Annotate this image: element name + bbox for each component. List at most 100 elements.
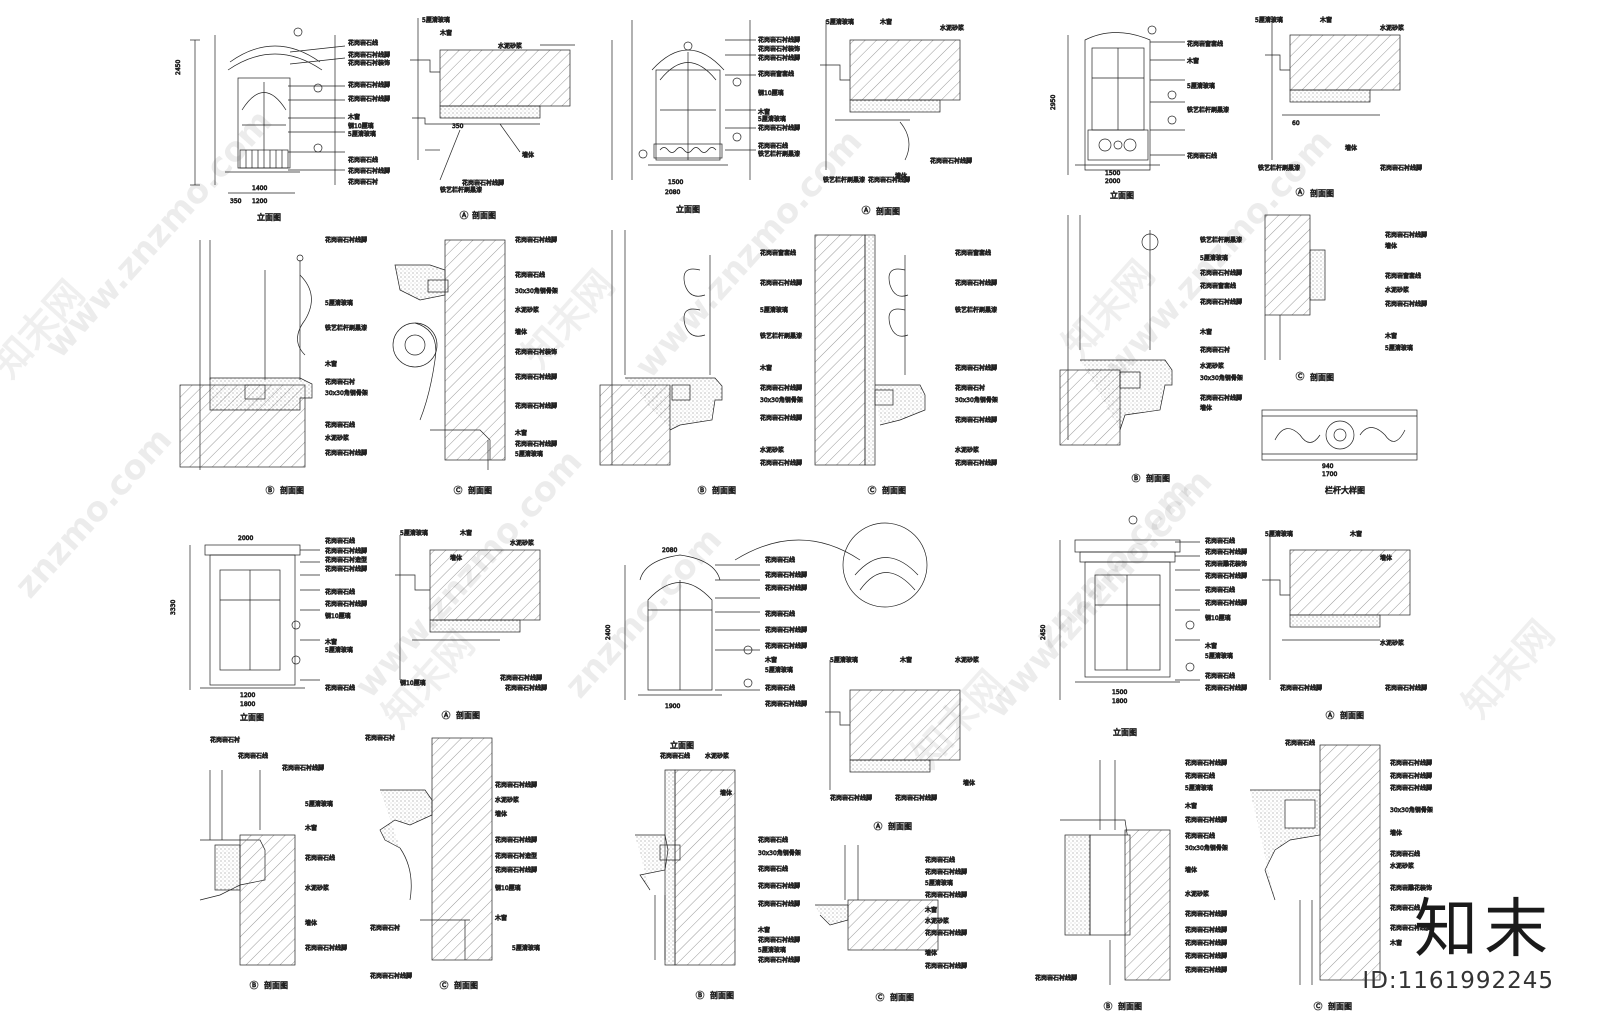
note-label: 5厘清玻璃 bbox=[1187, 82, 1215, 90]
caption-elevation: 立面图 bbox=[670, 740, 694, 750]
note-label: 花岗岩窗套线 bbox=[760, 249, 796, 257]
note-label: 花岗岩石线 bbox=[325, 588, 355, 596]
note-label: 花岗岩窗套线 bbox=[955, 249, 991, 257]
note-label: 花岗岩石衬线脚 bbox=[325, 547, 367, 555]
dim-label: 1200 bbox=[252, 198, 267, 205]
note-label: 花岗岩石衬 bbox=[1200, 346, 1230, 354]
marker-a: A bbox=[462, 212, 467, 219]
dim-label: 2400 bbox=[605, 625, 612, 640]
dim-label: 1500 bbox=[1105, 170, 1120, 177]
section-c-1 bbox=[392, 239, 506, 470]
note-label: 水泥砂浆 bbox=[495, 796, 519, 804]
note-label: 花岗岩石衬线脚 bbox=[1185, 966, 1227, 974]
note-label: 铁艺栏杆刷黑漆 bbox=[955, 306, 997, 314]
note-label: 铁艺栏杆刷黑漆 bbox=[760, 332, 802, 340]
marker-c: C bbox=[878, 994, 882, 1001]
note-label: 花岗岩石衬线脚 bbox=[515, 373, 557, 381]
dim-label: 940 bbox=[1322, 463, 1334, 470]
note-label: 水泥砂浆 bbox=[325, 434, 349, 442]
detail-group-1: 2450 1400 1200 350 花岗岩石线 花岗岩石衬线脚 花岗岩石衬装饰… bbox=[175, 16, 575, 495]
note-label: 30x30角钢骨架 bbox=[1185, 844, 1228, 852]
caption-railing: 栏杆大样图 bbox=[1325, 485, 1365, 495]
note-label: 花岗岩石线 bbox=[758, 142, 788, 150]
dim-label: 2080 bbox=[662, 547, 677, 554]
note-label: 花岗岩石衬线脚 bbox=[500, 674, 542, 682]
note-label: 钢10厘璃 bbox=[400, 679, 426, 687]
note-label: 花岗岩石线 bbox=[1285, 739, 1315, 747]
note-label: 花岗岩石衬 bbox=[325, 378, 355, 386]
note-label: 5厘清玻璃 bbox=[826, 18, 854, 26]
caption-section: 剖面图 bbox=[888, 821, 912, 831]
railing-detail-3 bbox=[1261, 409, 1418, 461]
note-label: 花岗岩石线 bbox=[1205, 537, 1235, 545]
note-label: 墙体 bbox=[495, 810, 507, 818]
marker-a: A bbox=[876, 823, 881, 830]
section-a-3 bbox=[1265, 20, 1401, 160]
note-label: 5厘清玻璃 bbox=[325, 299, 353, 307]
note-label: 5厘清玻璃 bbox=[1265, 530, 1293, 538]
note-label: 花岗岩石衬线脚 bbox=[925, 868, 967, 876]
dim-label: 2450 bbox=[175, 60, 182, 75]
note-label: 花岗岩石衬线脚 bbox=[325, 565, 367, 573]
note-label: 30x30角钢骨架 bbox=[1390, 806, 1433, 814]
note-label: 花岗岩石衬线脚 bbox=[495, 866, 537, 874]
detail-group-5: 2080 2400 1900 花岗岩石线 花岗岩石衬线脚 花岗岩石衬线脚 花岗岩… bbox=[605, 522, 979, 1002]
note-label: 花岗岩石衬线脚 bbox=[348, 81, 390, 89]
note-label: 5厘清玻璃 bbox=[400, 529, 428, 537]
note-label: 30x30角钢骨架 bbox=[325, 389, 368, 397]
note-label: 花岗岩石衬线脚 bbox=[1185, 926, 1227, 934]
note-label: 花岗岩石衬线脚 bbox=[895, 794, 937, 802]
note-label: 花岗岩石衬线脚 bbox=[760, 414, 802, 422]
note-label: 30x30角钢骨架 bbox=[758, 849, 801, 857]
note-label: 木窗 bbox=[925, 906, 937, 914]
note-label: 花岗岩石线 bbox=[325, 684, 355, 692]
note-label: 5厘清玻璃 bbox=[1385, 344, 1413, 352]
note-label: 5厘清玻璃 bbox=[760, 306, 788, 314]
note-label: 水泥砂浆 bbox=[498, 42, 522, 50]
note-label: 花岗岩石线 bbox=[1205, 586, 1235, 594]
note-label: 水泥砂浆 bbox=[940, 24, 964, 32]
note-label: 5厘清玻璃 bbox=[1185, 784, 1213, 792]
note-label: 花岗岩石线 bbox=[1187, 152, 1217, 160]
note-label: 花岗岩石衬线脚 bbox=[1205, 684, 1247, 692]
note-label: 水泥砂浆 bbox=[1185, 890, 1209, 898]
note-label: 木窗 bbox=[765, 656, 777, 664]
note-label: 木窗 bbox=[495, 914, 507, 922]
note-label: 铁艺栏杆刷黑漆 bbox=[1258, 164, 1300, 172]
note-label: 墙体 bbox=[925, 949, 937, 957]
dim-label: 350 bbox=[452, 123, 464, 130]
note-label: 花岗岩石衬线脚 bbox=[868, 176, 910, 184]
marker-b: B bbox=[698, 992, 702, 999]
note-label: 花岗岩石线 bbox=[348, 39, 378, 47]
watermark-text: znzmo.com bbox=[7, 420, 180, 606]
note-label: 花岗岩石衬线脚 bbox=[1390, 772, 1432, 780]
note-label: 花岗岩石衬造型 bbox=[325, 556, 367, 564]
note-label: 花岗岩石衬线脚 bbox=[505, 684, 547, 692]
note-label: 花岗岩雕花装饰 bbox=[1205, 560, 1247, 568]
note-label: 花岗岩石衬线脚 bbox=[1205, 599, 1247, 607]
note-label: 花岗岩石衬线脚 bbox=[1205, 548, 1247, 556]
note-label: 花岗岩石衬线脚 bbox=[348, 167, 390, 175]
watermark-text: www.znzmo.com bbox=[37, 102, 280, 366]
note-label: 水泥砂浆 bbox=[955, 656, 979, 664]
note-label: 花岗岩石衬 bbox=[955, 384, 985, 392]
note-label: 木窗 bbox=[440, 29, 452, 37]
section-c-6 bbox=[1250, 744, 1381, 985]
note-label: 花岗岩石衬造型 bbox=[495, 852, 537, 860]
section-b-3 bbox=[1059, 215, 1173, 446]
detail-group-3: 2950 1500 2000 花岗岩窗套线 木窗 5厘清玻璃 铁艺栏杆刷黑漆 花… bbox=[1050, 16, 1428, 496]
caption-section: 剖面图 bbox=[280, 485, 304, 495]
section-b-1 bbox=[179, 240, 313, 470]
caption-elevation: 立面图 bbox=[257, 212, 281, 222]
note-label: 铁艺栏杆刷黑漆 bbox=[758, 150, 800, 158]
marker-a: A bbox=[444, 712, 449, 719]
note-label: 花岗岩石线 bbox=[515, 271, 545, 279]
note-label: 花岗岩石衬线脚 bbox=[1185, 759, 1227, 767]
note-label: 花岗岩石衬装饰 bbox=[348, 59, 390, 67]
note-label: 花岗岩石衬线脚 bbox=[758, 900, 800, 908]
caption-section: 剖面图 bbox=[710, 990, 734, 1000]
note-label: 5厘清玻璃 bbox=[422, 16, 450, 24]
note-label: 5厘清玻璃 bbox=[830, 656, 858, 664]
note-label: 墙体 bbox=[515, 328, 527, 336]
note-label: 水泥砂浆 bbox=[515, 306, 539, 314]
